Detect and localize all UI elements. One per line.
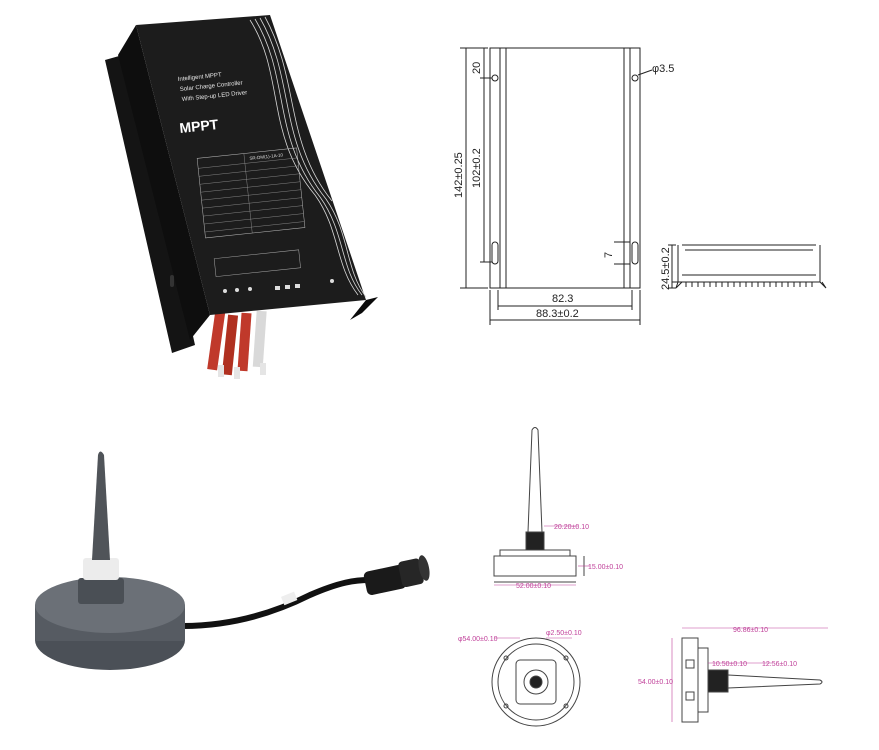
model-label: SR-DM(1)-1A-10 xyxy=(249,152,284,161)
dim-width-total: 88.3±0.2 xyxy=(536,308,579,320)
decorative-lines xyxy=(249,16,367,298)
sensor-drawings: 20.20±0.10 15.00±0.10 52.00±0.10 φ54.00±… xyxy=(450,420,870,740)
sensor-photo xyxy=(20,440,440,700)
dim-outer-dia: φ54.00±0.10 xyxy=(458,636,498,643)
sensor-cable xyxy=(159,577,371,629)
dim-seg1: 10.50±0.10 xyxy=(712,661,747,668)
dim-height-inner: 102±0.2 xyxy=(471,148,483,188)
controller-drawing: 142±0.25 102±0.2 20 φ3.5 7 82.3 88.3±0.2… xyxy=(440,20,860,340)
antenna xyxy=(92,451,110,560)
title-line1: Intelligent MPPT xyxy=(178,72,223,83)
dim-width-inner: 82.3 xyxy=(552,293,573,305)
cable-gland xyxy=(83,558,119,580)
dim-depth: 24.5±0.2 xyxy=(660,247,672,290)
brand-label: MPPT xyxy=(179,116,220,136)
controller-wires xyxy=(207,309,267,379)
sensor-drawings-svg: 20.20±0.10 15.00±0.10 52.00±0.10 φ54.00±… xyxy=(458,427,828,727)
dim-length-total: 96.86±0.10 xyxy=(733,627,768,634)
controller-top-face xyxy=(136,15,366,315)
mount-slot xyxy=(170,275,174,287)
front-view xyxy=(493,427,585,583)
sensor-photo-art xyxy=(35,451,430,670)
dim-seg2: 12.56±0.10 xyxy=(762,661,797,668)
terminal-icons xyxy=(223,279,334,293)
slot-right xyxy=(631,241,639,265)
dim-hole: φ3.5 xyxy=(652,63,674,75)
mount-hole-left xyxy=(491,74,499,82)
dim-antenna-dia: 20.20±0.10 xyxy=(554,524,589,531)
mount-hole-right xyxy=(631,74,639,82)
dim-slot: 7 xyxy=(603,252,615,258)
slot-left xyxy=(491,241,499,265)
controller-drawing-svg: 142±0.25 102±0.2 20 φ3.5 7 82.3 88.3±0.2… xyxy=(453,47,827,325)
sensor-base-top xyxy=(35,577,185,633)
spec-table: SR-DM(1)-1A-10 xyxy=(196,147,306,239)
controller-photo: Intelligent MPPT Solar Charge Controller… xyxy=(100,15,380,385)
warning-box xyxy=(213,249,301,277)
dim-top-offset: 20 xyxy=(471,62,483,74)
dim-base-width: 52.00±0.10 xyxy=(516,583,551,590)
side-profile xyxy=(668,244,827,289)
mount-nut xyxy=(78,578,124,604)
cable-label xyxy=(281,591,298,606)
m12-connector xyxy=(363,555,430,595)
dim-base-height: 15.00±0.10 xyxy=(588,564,623,571)
dim-side-height: 54.00±0.10 xyxy=(638,679,673,686)
dim-height-total: 142±0.25 xyxy=(453,152,465,198)
dim-hole-dia: φ2.50±0.10 xyxy=(546,630,582,637)
side-view xyxy=(681,637,823,723)
top-view xyxy=(491,637,581,727)
controller-photo-art: Intelligent MPPT Solar Charge Controller… xyxy=(105,15,378,379)
plate-outline xyxy=(489,47,641,289)
